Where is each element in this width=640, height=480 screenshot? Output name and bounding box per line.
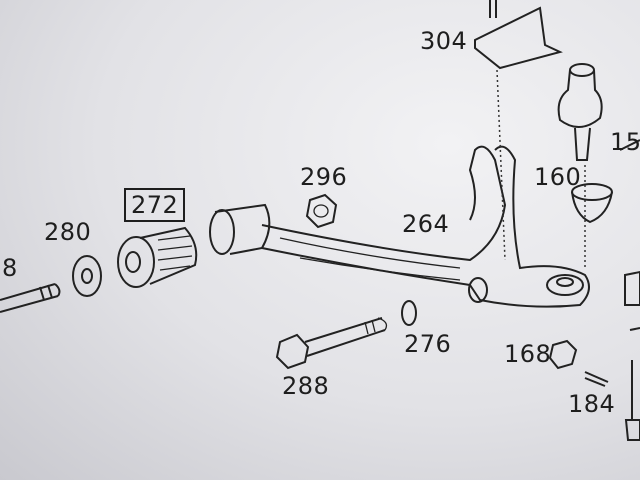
- part-label-152: 152: [610, 128, 640, 156]
- part-label-left-partial: 8: [2, 254, 18, 282]
- nut-168: [548, 339, 578, 370]
- part-label-288: 288: [282, 372, 330, 400]
- nut-296: [305, 193, 338, 229]
- bracket-304: [474, 0, 563, 261]
- part-label-304: 304: [420, 27, 468, 55]
- right-edge-parts: [619, 139, 640, 441]
- part-label-160: 160: [534, 163, 582, 191]
- part-label-276: 276: [404, 330, 452, 358]
- boot-160: [571, 183, 613, 224]
- part-label-296: 296: [300, 163, 348, 191]
- bushing-272: [117, 226, 198, 288]
- part-label-264: 264: [402, 210, 450, 238]
- part-label-272: 272: [124, 188, 186, 222]
- bolt-288: [275, 317, 388, 370]
- washer-280: [72, 255, 102, 297]
- ball-joint-152: [557, 63, 603, 270]
- control-arm-264: [209, 145, 590, 308]
- part-label-184: 184: [568, 390, 616, 418]
- washer-276: [401, 300, 417, 326]
- cotter-pin-184: [584, 371, 609, 387]
- part-label-280: 280: [44, 218, 92, 246]
- part-label-168: 168: [504, 340, 552, 368]
- bolt-left: [0, 283, 61, 313]
